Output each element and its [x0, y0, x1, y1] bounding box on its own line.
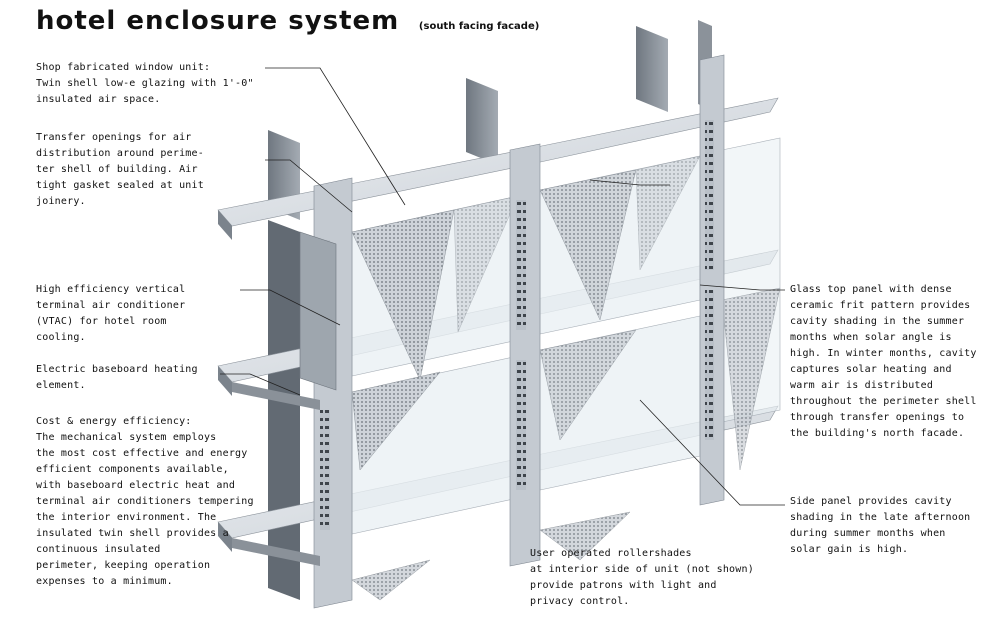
- diagram-title: hotel enclosure system (south facing fac…: [36, 6, 539, 36]
- vtac-unit: [299, 231, 337, 391]
- baseboard-heaters: [232, 382, 320, 566]
- note-glass-top-panel: Glass top panel with dense ceramic frit …: [790, 284, 977, 439]
- note-window-unit: Shop fabricated window unit: Twin shell …: [36, 62, 254, 105]
- note-transfer-openings: Transfer openings for air distribution a…: [36, 132, 204, 207]
- note-side-panel: Side panel provides cavity shading in th…: [790, 496, 971, 555]
- note-vtac: High efficiency vertical terminal air co…: [36, 284, 186, 343]
- note-baseboard: Electric baseboard heating element.: [36, 364, 198, 391]
- note-cost-efficiency: Cost & energy efficiency: The mechanical…: [36, 416, 254, 587]
- note-rollershades: User operated rollershades at interior s…: [530, 548, 754, 607]
- title-subtitle: (south facing facade): [418, 21, 540, 32]
- frit-panels: [351, 155, 781, 601]
- title-main: hotel enclosure system: [36, 6, 400, 36]
- side-wall: [268, 220, 300, 600]
- leader-lines: [220, 67, 785, 506]
